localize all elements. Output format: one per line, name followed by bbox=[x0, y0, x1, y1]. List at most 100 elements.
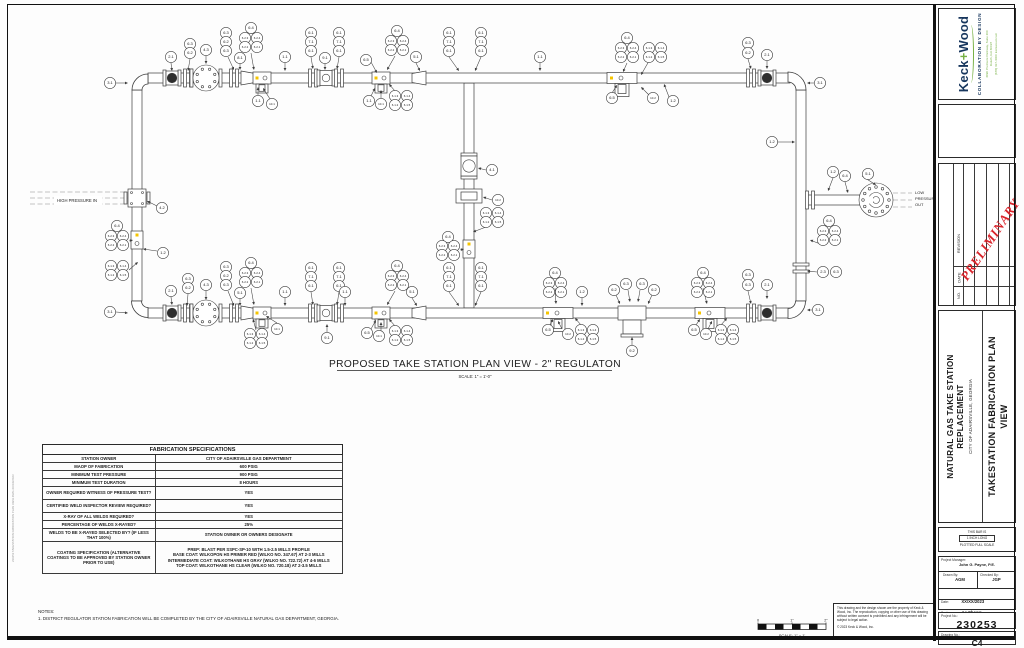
svg-text:9.1: 9.1 bbox=[322, 55, 328, 60]
component-fp bbox=[334, 68, 344, 88]
component-valve bbox=[162, 304, 182, 322]
svg-text:6.1.2: 6.1.2 bbox=[718, 337, 725, 341]
checked-by-value: JGP bbox=[992, 577, 1001, 582]
svg-text:6.1.4: 6.1.4 bbox=[404, 94, 411, 98]
callout-leader bbox=[143, 248, 158, 252]
callout-leader bbox=[580, 298, 584, 306]
disclaimer-text: This drawing and the design shown are th… bbox=[837, 606, 928, 623]
spec-label: PERCENTAGE OF WELDS X-RAYED? bbox=[42, 520, 156, 529]
callout: 1.1 bbox=[252, 95, 264, 107]
svg-text:6.4: 6.4 bbox=[552, 270, 558, 275]
scale-bar-label: SCALE: 1" = 1' bbox=[779, 633, 806, 638]
callout: 1.1 bbox=[534, 51, 546, 63]
callout: 6.1.3 bbox=[389, 325, 401, 337]
callout: 6.1.2 bbox=[389, 334, 401, 346]
spec-value: YES bbox=[154, 499, 343, 513]
callout: 10.2 bbox=[562, 328, 574, 340]
svg-text:6.3: 6.3 bbox=[223, 30, 229, 35]
svg-text:2.3: 2.3 bbox=[820, 269, 826, 274]
callout: 9.1 bbox=[319, 52, 331, 64]
svg-text:6.2.4: 6.2.4 bbox=[254, 271, 261, 275]
notes-heading: NOTES: bbox=[38, 609, 55, 614]
svg-text:6.2.3: 6.2.3 bbox=[820, 229, 827, 233]
svg-text:6.1: 6.1 bbox=[308, 48, 314, 53]
svg-text:3.1: 3.1 bbox=[815, 307, 821, 312]
callout: 3.1 bbox=[814, 77, 826, 89]
callout: 6.2.1 bbox=[397, 279, 409, 291]
logo-tagline: COLLABORATION BY DESIGN bbox=[977, 12, 983, 96]
svg-text:6.1: 6.1 bbox=[478, 265, 484, 270]
callout: 6.3 bbox=[830, 266, 842, 278]
callout-leader bbox=[747, 58, 752, 69]
svg-text:6.1: 6.1 bbox=[308, 30, 314, 35]
drawing-no-value: C4 bbox=[971, 637, 983, 648]
drawing-scale-note: SCALE: 1" = 1'-0" bbox=[459, 374, 492, 379]
callout-leader bbox=[283, 63, 287, 71]
date-value: XX/XX/2023 bbox=[961, 599, 985, 604]
svg-text:6.2.4: 6.2.4 bbox=[630, 46, 637, 50]
preliminary-stamp: PRELIMINARY bbox=[957, 196, 1023, 284]
svg-text:6.5: 6.5 bbox=[364, 330, 370, 335]
revision-box: REVISION DATE NO. - PRELIMINARY bbox=[938, 163, 1023, 306]
callout: 6.1 bbox=[475, 280, 487, 292]
callout: 6.2.2 bbox=[436, 249, 448, 261]
svg-text:6.2.3: 6.2.3 bbox=[546, 281, 553, 285]
callout-leader bbox=[370, 88, 375, 97]
drawing-title: PROPOSED TAKE STATION PLAN VIEW - 2" REG… bbox=[329, 359, 621, 370]
svg-text:6.1.3: 6.1.3 bbox=[392, 94, 399, 98]
svg-text:6.1.3: 6.1.3 bbox=[578, 328, 585, 332]
callout-leader bbox=[250, 287, 255, 305]
component-teeblock bbox=[617, 305, 647, 338]
callout: 6.2.2 bbox=[239, 276, 251, 288]
svg-text:6.2.1: 6.2.1 bbox=[120, 243, 127, 247]
callout-leader bbox=[844, 181, 849, 193]
callout-leader bbox=[283, 298, 287, 306]
callout: 6.5 bbox=[542, 324, 554, 336]
callout: 6.1.2 bbox=[575, 333, 587, 345]
svg-text:1.1: 1.1 bbox=[282, 289, 288, 294]
svg-text:1.2: 1.2 bbox=[579, 289, 585, 294]
svg-text:10.1: 10.1 bbox=[378, 102, 384, 106]
sheet-title-rotated: TAKESTATION FABRICATION PLAN VIEW bbox=[981, 310, 1016, 523]
svg-text:7.1: 7.1 bbox=[478, 274, 484, 279]
callout: 6.1 bbox=[333, 27, 345, 39]
callout-leader bbox=[115, 311, 128, 315]
callout: 6.1 bbox=[305, 45, 317, 57]
revision-grid-line bbox=[963, 164, 964, 305]
callout: 6.1 bbox=[443, 45, 455, 57]
spec-label: MAOP OF FABRICATION bbox=[42, 462, 156, 471]
project-title-rotated: NATURAL GAS TAKE STATION REPLACEMENT CIT… bbox=[938, 310, 981, 523]
svg-text:6.3: 6.3 bbox=[745, 282, 751, 287]
callout-leader bbox=[415, 62, 420, 71]
callout-leader bbox=[474, 291, 482, 306]
disclaimer-box: This drawing and the design shown are th… bbox=[833, 603, 934, 640]
copyright-text: © 2023 Keck & Wood, Inc. bbox=[837, 624, 874, 629]
callout: 6.1.2 bbox=[244, 337, 256, 349]
spec-value: 25% bbox=[154, 520, 343, 529]
callout-leader bbox=[343, 298, 347, 306]
plot-stamp: 230253 TAKESTATION FABRICATION PLAN VIEW… bbox=[11, 474, 15, 562]
svg-text:6.1.3: 6.1.3 bbox=[718, 328, 725, 332]
svg-text:6.2.4: 6.2.4 bbox=[254, 36, 261, 40]
svg-text:6.1: 6.1 bbox=[446, 283, 452, 288]
spec-table-row: OWNER REQUIRED WITNESS OF PRESSURE TEST?… bbox=[42, 486, 343, 500]
svg-text:6.2: 6.2 bbox=[223, 273, 229, 278]
svg-text:8.1: 8.1 bbox=[237, 55, 243, 60]
svg-text:5.1: 5.1 bbox=[413, 54, 419, 59]
svg-text:6.1.4: 6.1.4 bbox=[404, 329, 411, 333]
flow-out-label-2: PRESSURE bbox=[915, 196, 933, 201]
svg-text:6.1.2: 6.1.2 bbox=[483, 220, 490, 224]
svg-text:6.2.3: 6.2.3 bbox=[618, 46, 625, 50]
svg-text:6.1.4: 6.1.4 bbox=[590, 328, 597, 332]
component-cross bbox=[123, 188, 151, 208]
scale-row: Scale: As Shown bbox=[939, 599, 1015, 615]
callout-leader bbox=[807, 269, 818, 273]
svg-text:6.1.3: 6.1.3 bbox=[247, 332, 254, 336]
svg-text:6.2.1: 6.2.1 bbox=[254, 45, 261, 49]
callout: 6.2.1 bbox=[627, 51, 639, 63]
svg-text:6.2.2: 6.2.2 bbox=[242, 280, 249, 284]
svg-text:6.2.4: 6.2.4 bbox=[451, 244, 458, 248]
callout: 4.2 bbox=[156, 202, 168, 214]
callout-leader bbox=[474, 56, 482, 71]
svg-text:6.3: 6.3 bbox=[223, 282, 229, 287]
